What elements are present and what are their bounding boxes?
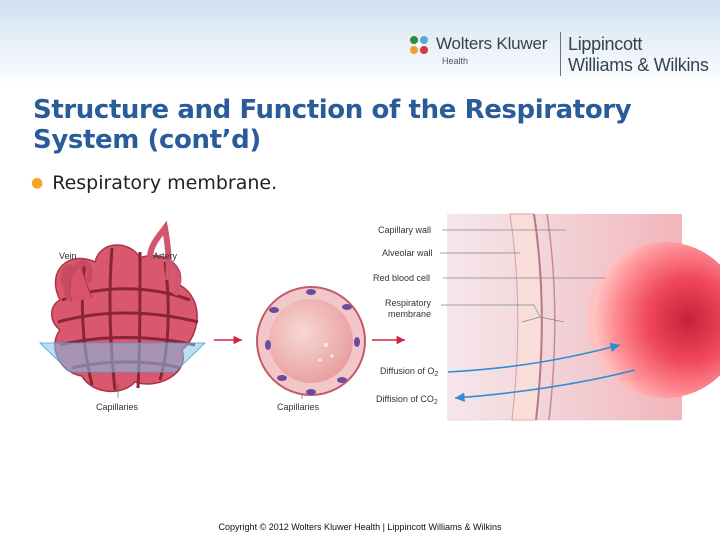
logo-williams-wilkins-text: Williams & Wilkins — [568, 55, 709, 75]
label-capillaries-left: Capillaries — [96, 402, 139, 412]
label-alveolar-wall: Alveolar wall — [382, 248, 433, 258]
single-alveolus — [256, 286, 366, 396]
footer-copyright: Copyright © 2012 Wolters Kluwer Health |… — [218, 522, 502, 532]
arrow-diffusion-o2 — [447, 342, 621, 373]
bullet-text: Respiratory membrane. — [52, 172, 278, 194]
label-capillary-wall: Capillary wall — [378, 225, 431, 235]
label-capillaries-mid: Capillaries — [277, 402, 320, 412]
logo-divider — [560, 32, 561, 76]
logo-lippincott-text: Lippincott — [568, 34, 643, 54]
membrane-detail-panel — [447, 213, 720, 421]
bullet-dot-icon: ● — [31, 175, 44, 191]
label-diffusion-o2-sub: 2 — [434, 371, 438, 378]
label-artery: Artery — [153, 251, 178, 261]
logo-wolters-kluwer-text: Wolters Kluwer — [436, 34, 548, 53]
label-diffusion-o2: Diffusion of O2 — [380, 366, 438, 378]
arrow-diffusion-co2 — [454, 369, 636, 403]
logo-health-text: Health — [442, 56, 469, 66]
label-diffusion-co2: Diffision of CO2 — [376, 394, 438, 406]
wolters-kluwer-logo-icon — [410, 36, 428, 54]
leader-respiratory-membrane — [441, 304, 565, 323]
label-respiratory-membrane-line1: Respiratory — [385, 298, 432, 308]
label-vein: Vein — [59, 251, 77, 261]
bullet-item: ● Respiratory membrane. — [31, 172, 277, 194]
label-respiratory-membrane-line2: membrane — [388, 309, 431, 319]
label-diffusion-co2-main: Diffision of CO — [376, 394, 434, 404]
label-diffusion-co2-sub: 2 — [434, 399, 438, 406]
alveolus-capillary-net — [39, 220, 206, 393]
label-diffusion-o2-main: Diffusion of O — [380, 366, 434, 376]
slide-title: Structure and Function of the Respirator… — [33, 95, 632, 155]
header-band — [0, 0, 720, 88]
label-red-blood-cell: Red blood cell — [373, 273, 430, 283]
